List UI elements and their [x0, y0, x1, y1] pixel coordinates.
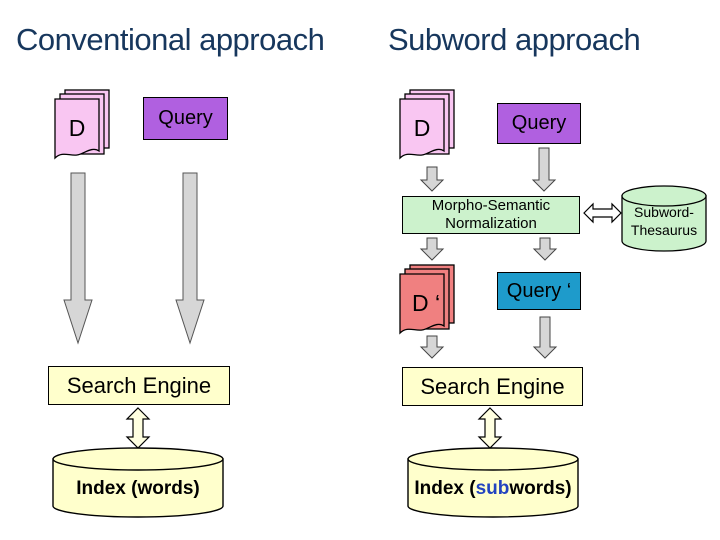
- double-arrow-engine-index-left: [125, 407, 151, 449]
- query-box-left: Query: [143, 97, 228, 140]
- title-subword-approach: Subword approach: [388, 22, 641, 57]
- morpho-line1: Morpho-Semantic: [431, 197, 551, 214]
- query-box-right: Query: [497, 103, 581, 144]
- morpho-semantic-normalization-box: Morpho-Semantic Normalization: [402, 196, 580, 234]
- index-subwords-cylinder: [407, 447, 579, 518]
- doc-prime-label: D ‘: [411, 290, 441, 316]
- search-engine-box-left: Search Engine: [48, 366, 230, 405]
- subword-thesaurus-label: Subword- Thesaurus: [624, 203, 704, 239]
- search-engine-box-right: Search Engine: [402, 367, 583, 406]
- double-arrow-engine-index-right: [477, 407, 503, 449]
- index-words-cylinder: [52, 447, 224, 518]
- index-subwords-highlight: sub: [475, 478, 510, 499]
- down-arrow-doc-to-normalization: [419, 166, 445, 192]
- thesaurus-line1: Subword-: [634, 204, 694, 220]
- long-down-arrow-query: [175, 172, 205, 345]
- index-subwords-suffix: words): [509, 478, 572, 499]
- morpho-line2: Normalization: [445, 215, 537, 232]
- down-arrow-query-to-normalization: [531, 147, 557, 192]
- down-arrow-docprime-to-engine: [419, 335, 445, 359]
- query-prime-box: Query ‘: [497, 272, 581, 310]
- thesaurus-line2: Thesaurus: [630, 222, 698, 238]
- title-conventional-approach: Conventional approach: [16, 22, 325, 57]
- doc-label-left: D: [68, 115, 86, 141]
- long-down-arrow-documents: [63, 172, 93, 345]
- down-arrow-normalization-to-docprime: [419, 237, 445, 261]
- subword-thesaurus-cylinder: [621, 185, 707, 252]
- down-arrow-queryprime-to-engine: [532, 316, 558, 359]
- index-words-label: Index (words): [76, 478, 200, 499]
- index-subwords-prefix: Index (: [414, 478, 476, 499]
- double-arrow-normalization-thesaurus: [583, 202, 622, 224]
- doc-label-right: D: [413, 115, 431, 141]
- down-arrow-normalization-to-queryprime: [532, 237, 558, 261]
- index-subwords-label: Index (subwords): [408, 478, 578, 500]
